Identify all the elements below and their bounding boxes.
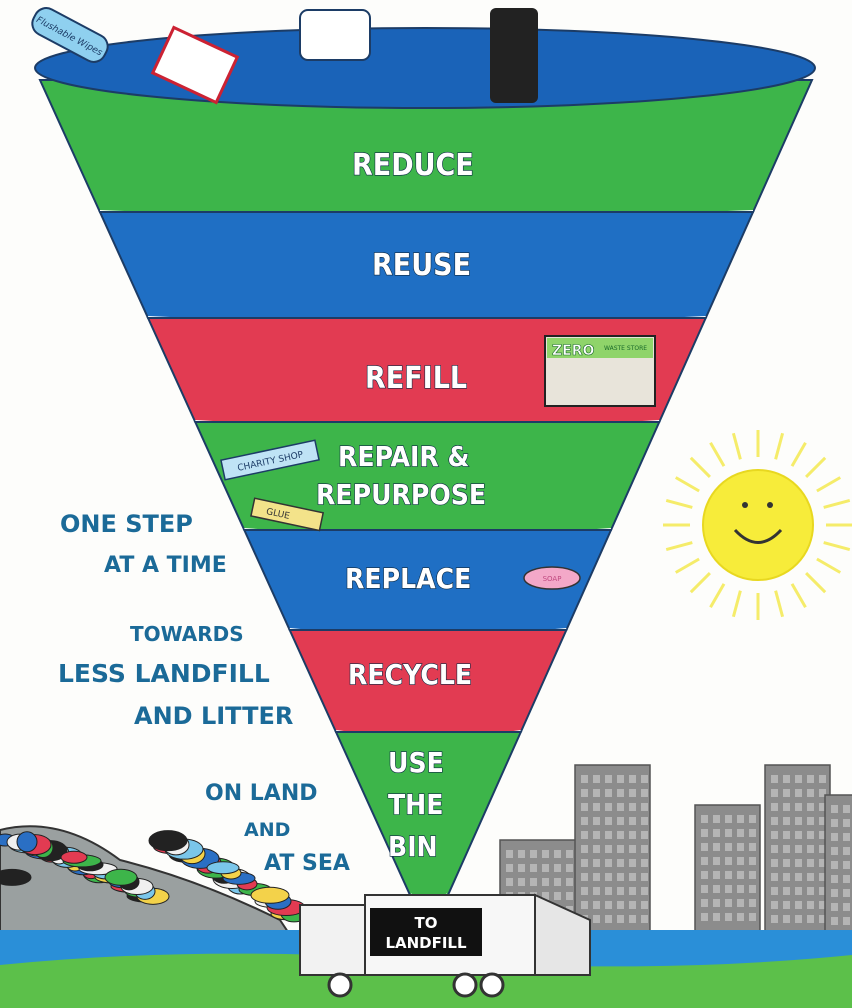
level-label: REPLACE <box>345 562 471 595</box>
bottle-item <box>490 8 538 103</box>
side-slogan: ONE STEP AT A TIME TOWARDS LESS LANDFILL… <box>58 510 350 876</box>
level-label: USE <box>388 746 444 779</box>
level-label: REDUCE <box>352 148 474 183</box>
level-label: THE <box>388 788 443 821</box>
slogan-line: LESS LANDFILL <box>58 659 270 688</box>
level-label: RECYCLE <box>348 658 472 691</box>
zero-waste-store: ZERO WASTE STORE <box>544 335 656 407</box>
landfill-pile <box>0 825 308 951</box>
slogan-line: AND <box>244 819 290 841</box>
slogan-line: TOWARDS <box>130 622 244 646</box>
svg-text:SOAP: SOAP <box>543 575 562 583</box>
landfill-sign <box>370 908 482 956</box>
funnel-top <box>34 27 816 109</box>
city-buildings <box>499 764 852 936</box>
sun <box>663 430 852 620</box>
level-label: REUSE <box>372 248 471 283</box>
svg-text:TO: TO <box>415 914 438 932</box>
soap-bar: SOAP <box>523 566 581 590</box>
level-label: REFILL <box>365 361 467 396</box>
mask-item <box>299 9 371 61</box>
glue-tube: GLUE <box>250 497 325 532</box>
svg-text:GLUE: GLUE <box>265 507 291 522</box>
svg-text:WASTE STORE: WASTE STORE <box>604 345 647 352</box>
garbage-truck: TO LANDFILL <box>299 893 591 998</box>
slogan-line: AT SEA <box>264 851 350 876</box>
svg-text:LANDFILL: LANDFILL <box>385 934 467 952</box>
newspaper-item <box>150 25 240 105</box>
level-label: REPURPOSE <box>316 478 486 511</box>
slogan-line: ONE STEP <box>60 510 193 538</box>
level-label: REPAIR & <box>338 440 470 473</box>
slogan-line: AT A TIME <box>104 553 227 578</box>
slogan-line: ON LAND <box>205 781 318 806</box>
slogan-line: AND LITTER <box>134 702 293 730</box>
level-label: BIN <box>388 830 438 863</box>
svg-text:ZERO: ZERO <box>552 343 594 359</box>
grass <box>0 953 852 1008</box>
